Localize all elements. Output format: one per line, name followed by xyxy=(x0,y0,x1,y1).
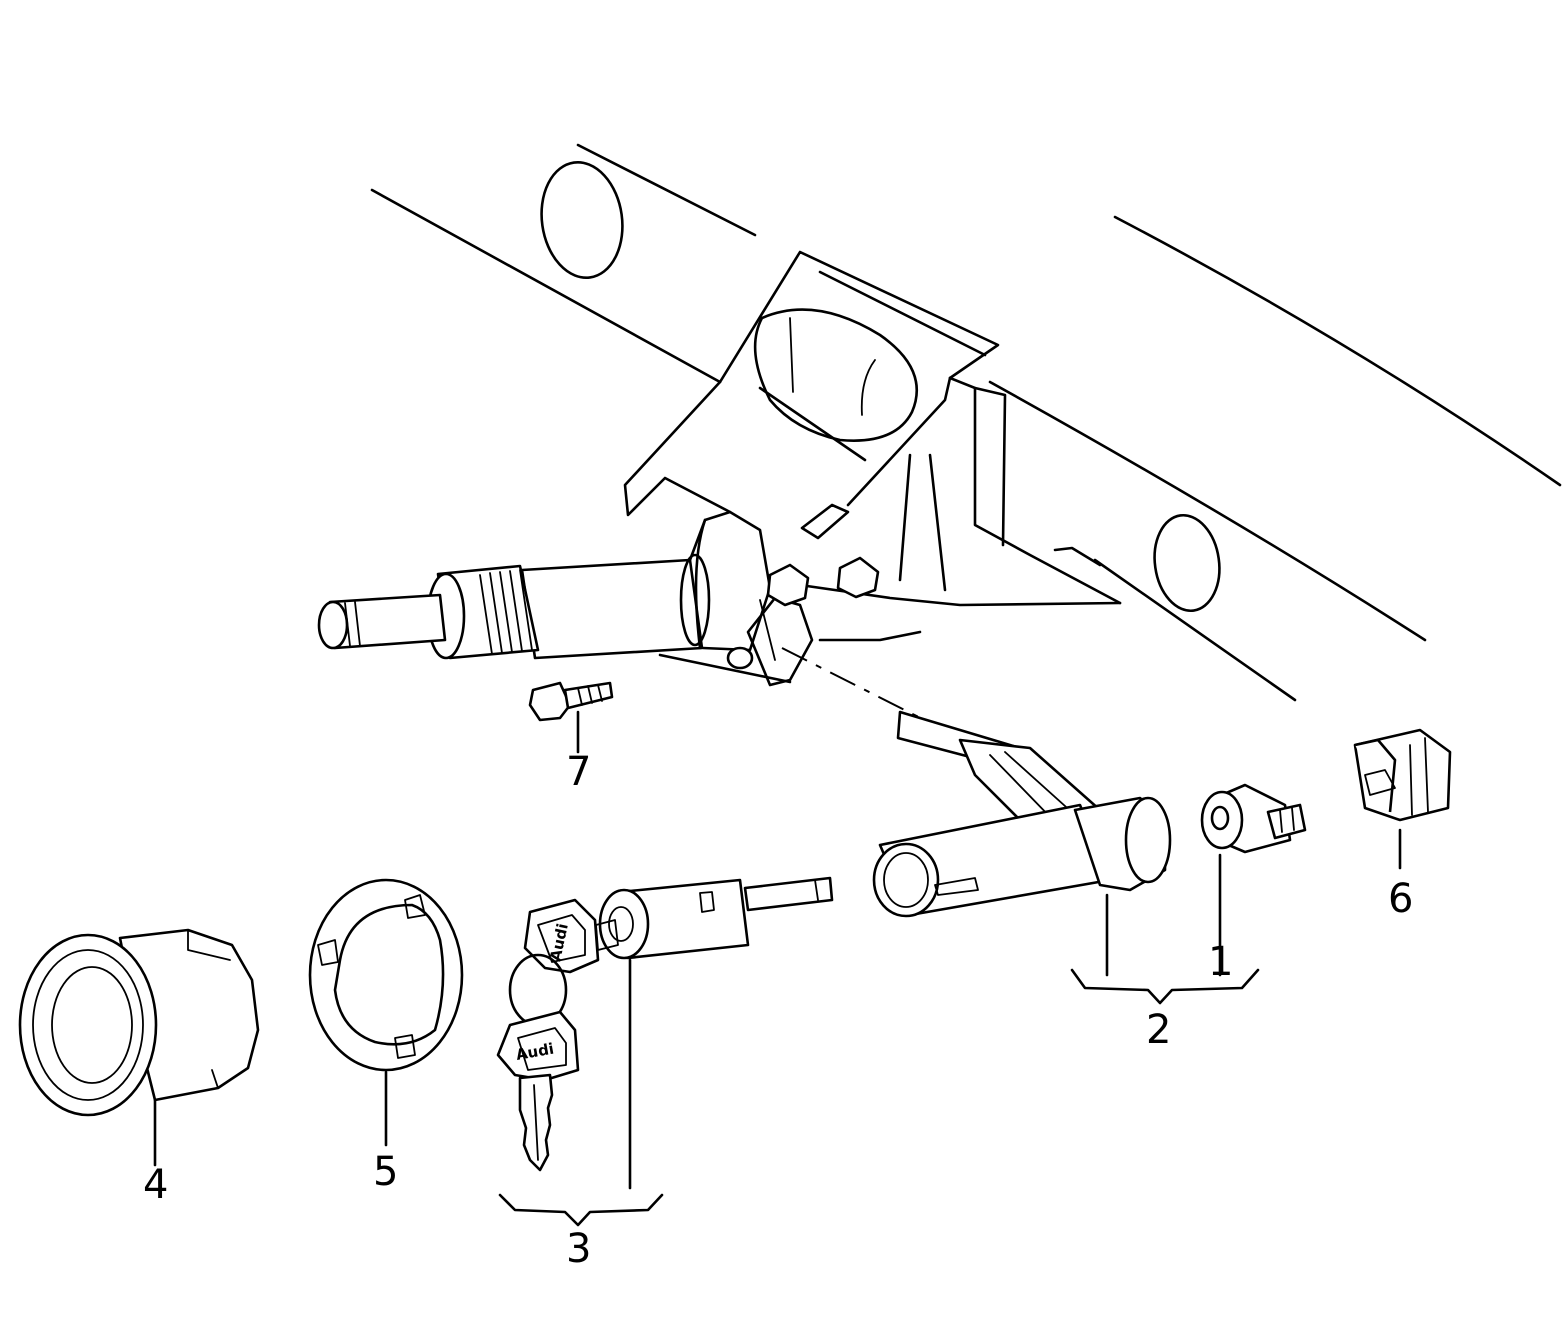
column-bracket xyxy=(623,250,1122,684)
key-lower: Audi xyxy=(496,1010,580,1172)
part-1-ignition-switch xyxy=(1200,783,1307,977)
part-number-1: 1 xyxy=(1208,939,1233,985)
bracket-group-3 xyxy=(498,1193,664,1227)
part-number-4: 4 xyxy=(143,1162,168,1208)
dashboard-panel xyxy=(370,143,1562,702)
part-5-retaining-ring xyxy=(308,878,464,1147)
part-2-lock-housing xyxy=(872,710,1172,977)
part-7-bolt xyxy=(528,681,614,754)
part-6-connector xyxy=(1353,728,1452,870)
part-number-6: 6 xyxy=(1388,876,1413,922)
bracket-group-2 xyxy=(1070,968,1260,1005)
part-number-7: 7 xyxy=(566,749,591,795)
key-upper: Audi xyxy=(508,898,619,1027)
steering-column xyxy=(317,510,880,687)
part-number-5: 5 xyxy=(373,1149,398,1195)
part-4-trim-ring xyxy=(18,928,260,1167)
part-number-3: 3 xyxy=(566,1226,591,1272)
part-number-2: 2 xyxy=(1146,1007,1171,1053)
part-3-lock-cylinder xyxy=(598,876,834,1190)
